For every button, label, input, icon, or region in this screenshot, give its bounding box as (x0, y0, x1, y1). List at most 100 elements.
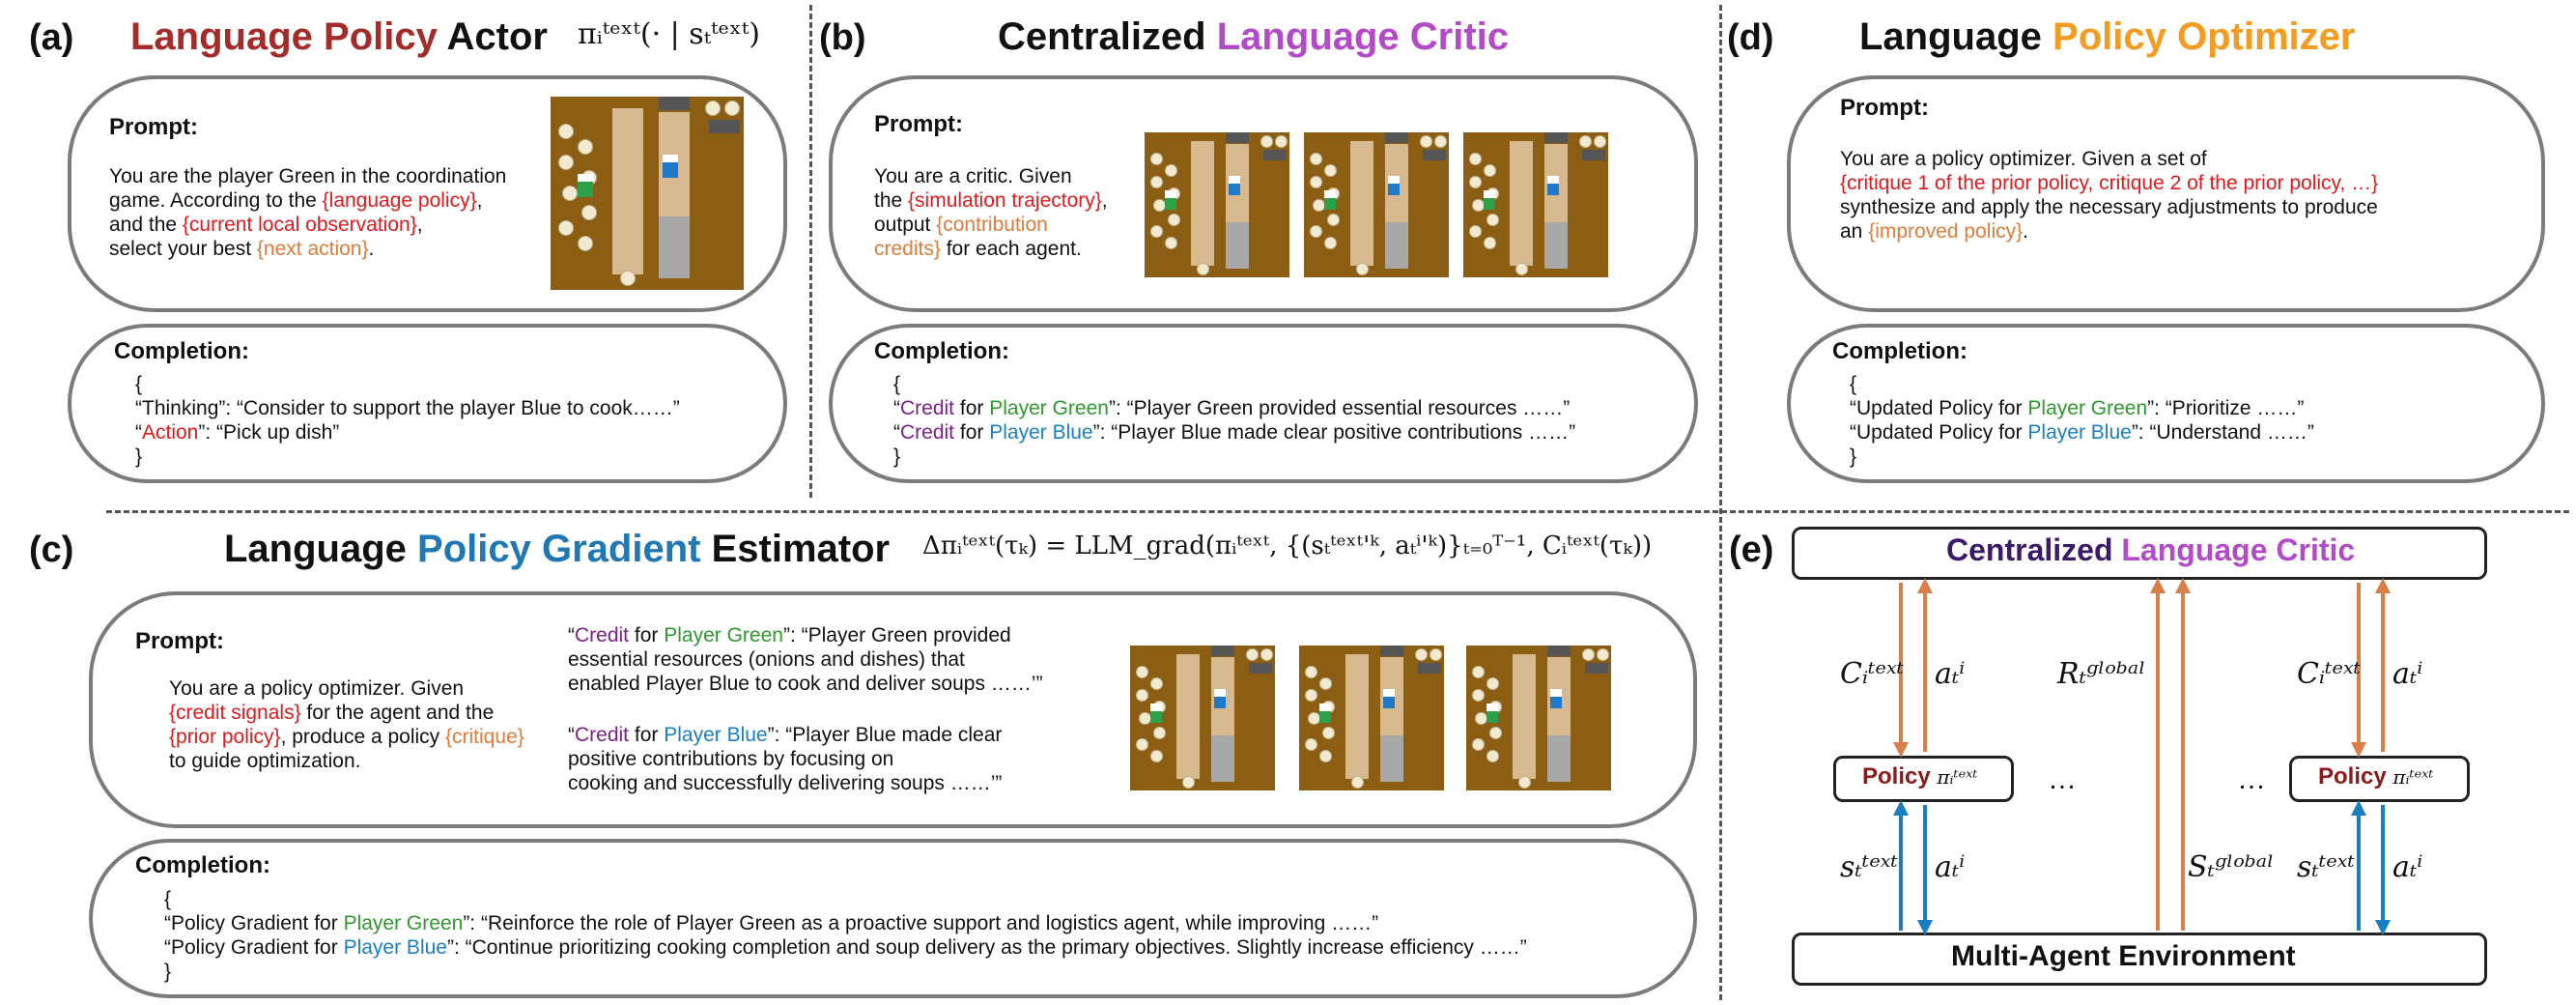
text-segment: game. According to the (109, 189, 323, 212)
text-line: “Credit for Player Blue”: “Player Blue m… (568, 723, 1002, 747)
panel-b-game-image-3 (1463, 132, 1608, 277)
text-segment: for (954, 397, 990, 419)
game-serving-area (659, 216, 690, 278)
game-chef-blue (1547, 176, 1559, 195)
text-segment: for (954, 421, 990, 444)
text-segment: Player Blue (989, 421, 1093, 444)
divider-top-bottom (106, 510, 2569, 513)
text-segment: “Updated Policy for (1850, 397, 2028, 419)
text-segment: ”: “Reinforce the role of Player Green a… (463, 912, 1379, 934)
game-onion (558, 124, 574, 139)
game-onion (1150, 750, 1163, 762)
game-onion (1305, 689, 1317, 702)
game-onion (1153, 727, 1166, 739)
game-onion (1434, 135, 1447, 148)
panel-d-prompt-text: You are a policy optimizer. Given a set … (1840, 147, 2378, 244)
panel-b-game-image-2 (1304, 132, 1449, 277)
critic-word-language-critic: Language Critic (2121, 532, 2356, 567)
text-line: You are a policy optimizer. Given a set … (1840, 147, 2378, 171)
panel-c-game-image-2 (1299, 646, 1444, 790)
game-chef-blue (663, 155, 678, 178)
game-chef-green (1486, 704, 1498, 723)
divider-bd (1719, 5, 1722, 1000)
title-word-estimator: Estimator (711, 528, 891, 570)
text-segment: for (629, 624, 665, 646)
panel-a-formula: πᵢᵗᵉˣᵗ(· | sₜᵗᵉˣᵗ) (578, 17, 760, 51)
game-onion (1486, 214, 1499, 226)
game-onion (1182, 776, 1195, 789)
game-onion (1246, 648, 1259, 661)
title-word-language: Language (130, 15, 313, 58)
text-segment: Player Green (989, 397, 1109, 419)
game-pot (1423, 150, 1446, 160)
text-segment: Player Blue (2027, 421, 2132, 444)
policy-box-right (2289, 756, 2470, 802)
panel-c-completion-box (89, 839, 1697, 998)
text-segment: You are the player Green in the coordina… (109, 165, 507, 187)
game-onion (1168, 214, 1180, 226)
critic-box (1792, 527, 2487, 580)
game-onion (1136, 738, 1148, 751)
game-pot (1418, 663, 1441, 674)
text-line: “Updated Policy for Player Blue”: “Under… (1850, 420, 2314, 445)
game-onion (1475, 712, 1487, 725)
text-segment: {improved policy} (1868, 220, 2024, 243)
text-segment: } (893, 445, 901, 468)
game-onion (558, 155, 574, 170)
game-onion (1594, 135, 1606, 148)
game-onion (558, 220, 574, 236)
game-serving-area (1385, 222, 1408, 269)
policy-left-label: Policy πᵢᵗᵉˣᵗ (1862, 763, 1977, 790)
critic-word-centralized: Centralized (1946, 532, 2113, 567)
label-a-right-bottom: aₜⁱ (2392, 850, 2423, 884)
game-onion (1582, 648, 1595, 661)
game-onion (1327, 214, 1340, 226)
game-onion (1579, 135, 1592, 148)
text-line: enabled Player Blue to cook and deliver … (568, 672, 1042, 696)
panel-c-completion-heading: Completion: (135, 852, 270, 878)
game-pot (1211, 646, 1234, 656)
title-word-language-c: Language (224, 528, 407, 570)
text-segment: “ (135, 421, 142, 444)
panel-d-prompt-heading: Prompt: (1840, 95, 1929, 121)
text-segment: You are a policy optimizer. Given (169, 677, 465, 700)
panel-d-title: Language Policy Optimizer (1859, 15, 2355, 59)
text-line: “Policy Gradient for Player Blue”: “Cont… (164, 935, 1527, 960)
text-line: } (164, 960, 1527, 984)
text-line: and the {current local observation}, (109, 213, 506, 237)
game-serving-area (1380, 735, 1403, 782)
game-onion (1150, 176, 1163, 188)
text-segment: {current local observation} (182, 214, 417, 236)
game-pot (1585, 663, 1608, 674)
panel-c-label: (c) (29, 530, 74, 570)
game-onion (1319, 677, 1332, 690)
game-pot (659, 97, 690, 110)
game-onion (1597, 648, 1609, 661)
game-onion (1415, 648, 1428, 661)
panel-e-arrows (1893, 578, 2391, 935)
text-segment: , (1101, 189, 1108, 212)
text-line: “Credit for Player Blue”: “Player Blue m… (893, 420, 1575, 445)
text-segment: You are a policy optimizer. Given a set … (1840, 148, 2207, 170)
text-line: to guide optimization. (169, 749, 524, 773)
game-onion (1486, 750, 1499, 762)
game-onion (1165, 237, 1177, 249)
panel-e-label: (e) (1729, 530, 1774, 570)
text-segment: select your best (109, 238, 257, 260)
text-segment: . (368, 238, 375, 260)
policy-left-word: Policy (1862, 763, 1931, 790)
panel-a-title: Language Policy Actor (130, 15, 548, 59)
title-word-policy-optimizer: Policy Optimizer (2052, 15, 2356, 58)
panel-c-credit-green: “Credit for Player Green”: “Player Green… (568, 623, 1042, 696)
game-onion (1351, 776, 1364, 789)
text-line: { (135, 372, 680, 396)
text-line: } (893, 445, 1575, 469)
game-onion (1260, 648, 1273, 661)
text-segment: Credit (900, 421, 955, 444)
label-a-left-bottom: aₜⁱ (1935, 850, 1966, 884)
game-chef-green (1165, 190, 1176, 210)
game-counter (612, 108, 643, 274)
game-onion (1305, 666, 1317, 678)
game-onion (1484, 164, 1496, 177)
text-segment: } (1850, 445, 1857, 468)
